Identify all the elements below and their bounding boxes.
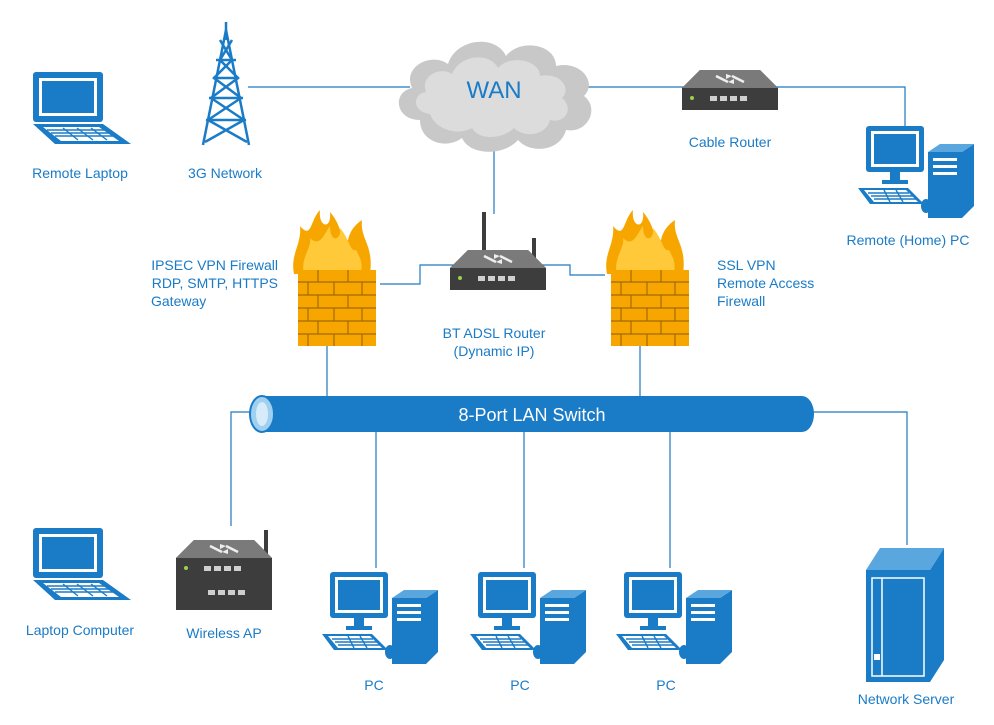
cable-router-node: Cable Router bbox=[680, 68, 780, 150]
lan-switch-node: 8-Port LAN Switch bbox=[249, 395, 814, 433]
link-switch-server bbox=[810, 411, 908, 545]
3g-network-node: 3G Network bbox=[188, 22, 263, 181]
desktop-pc-icon bbox=[857, 125, 975, 219]
remote-pc-node: Remote (Home) PC bbox=[847, 125, 975, 248]
laptop-computer-node: Laptop Computer bbox=[26, 527, 135, 638]
connections bbox=[230, 86, 908, 568]
ssl-firewall-line-2: Remote Access bbox=[717, 275, 814, 291]
link-cable-router-remote-pc bbox=[774, 86, 906, 135]
router-icon bbox=[680, 68, 780, 112]
link-adsl-ipsec bbox=[380, 264, 455, 285]
cloud-icon bbox=[398, 41, 592, 152]
lan-switch-label: 8-Port LAN Switch bbox=[458, 405, 605, 425]
wireless-router-icon bbox=[174, 530, 274, 610]
pc-node-2: PC bbox=[469, 571, 587, 693]
link-adsl-ssl bbox=[538, 264, 605, 276]
3g-network-label: 3G Network bbox=[188, 165, 263, 181]
wan-node: WAN bbox=[398, 41, 592, 152]
wireless-ap-label: Wireless AP bbox=[186, 625, 261, 641]
remote-laptop-node: Remote Laptop bbox=[32, 71, 132, 181]
ipsec-firewall-line-2: RDP, SMTP, HTTPS bbox=[152, 275, 278, 291]
pc-node-3: PC bbox=[615, 571, 733, 693]
adsl-router-node: BT ADSL Router (Dynamic IP) bbox=[443, 212, 548, 359]
cable-router-label: Cable Router bbox=[689, 134, 772, 150]
ipsec-firewall-node: IPSEC VPN Firewall RDP, SMTP, HTTPS Gate… bbox=[151, 210, 377, 347]
server-icon bbox=[866, 548, 944, 682]
pc-2-label: PC bbox=[510, 677, 529, 693]
adsl-router-line-1: BT ADSL Router bbox=[443, 325, 546, 341]
network-server-node: Network Server bbox=[858, 548, 955, 707]
laptop-icon bbox=[32, 527, 132, 601]
laptop-computer-label: Laptop Computer bbox=[26, 622, 135, 638]
cell-tower-icon bbox=[201, 22, 251, 146]
pc-node-1: PC bbox=[321, 571, 439, 693]
pc-3-label: PC bbox=[656, 677, 675, 693]
network-server-label: Network Server bbox=[858, 691, 955, 707]
desktop-pc-icon bbox=[469, 571, 587, 665]
wireless-router-icon bbox=[448, 212, 548, 292]
desktop-pc-icon bbox=[321, 571, 439, 665]
ipsec-firewall-line-3: Gateway bbox=[151, 293, 206, 309]
remote-laptop-label: Remote Laptop bbox=[32, 165, 128, 181]
switch-cylinder-icon bbox=[249, 395, 814, 433]
wan-label: WAN bbox=[466, 77, 521, 104]
firewall-icon bbox=[293, 210, 377, 347]
adsl-router-line-2: (Dynamic IP) bbox=[454, 343, 535, 359]
ssl-firewall-line-3: Firewall bbox=[717, 293, 765, 309]
laptop-icon bbox=[32, 71, 132, 145]
desktop-pc-icon bbox=[615, 571, 733, 665]
link-switch-wap bbox=[230, 411, 255, 526]
pc-1-label: PC bbox=[364, 677, 383, 693]
remote-pc-label: Remote (Home) PC bbox=[847, 232, 970, 248]
ssl-firewall-node: SSL VPN Remote Access Firewall bbox=[606, 210, 814, 347]
ipsec-firewall-line-1: IPSEC VPN Firewall bbox=[151, 257, 278, 273]
firewall-icon bbox=[606, 210, 690, 347]
wireless-ap-node: Wireless AP bbox=[174, 530, 274, 641]
ssl-firewall-line-1: SSL VPN bbox=[717, 257, 776, 273]
